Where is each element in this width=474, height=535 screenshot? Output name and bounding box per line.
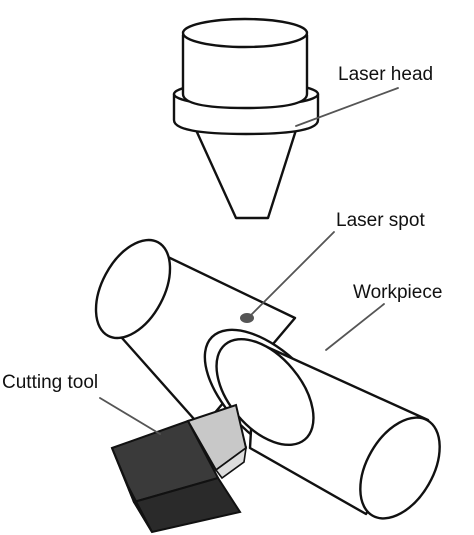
laser-head-label: Laser head [338, 64, 433, 85]
laser-spot-leader [249, 231, 335, 317]
cutting-tool-shank-end [111, 447, 153, 533]
workpiece [94, 238, 441, 520]
workpiece-large-end [94, 238, 172, 340]
cutting-tool-leader [99, 397, 161, 435]
workpiece-label: Workpiece [353, 282, 442, 303]
workpiece-leader [325, 303, 385, 351]
cutting-tool-label: Cutting tool [2, 372, 98, 393]
workpiece-small-end [359, 416, 441, 520]
cutting-tool [110, 403, 248, 534]
laser-head-leader [295, 87, 399, 127]
laser-head-body [181, 33, 309, 110]
laser-spot-label: Laser spot [336, 210, 425, 231]
laser-head [172, 17, 320, 220]
cutting-tool-insert-edge [214, 446, 248, 480]
laser-head-top [181, 17, 309, 49]
laser-head-nozzle [194, 128, 298, 220]
